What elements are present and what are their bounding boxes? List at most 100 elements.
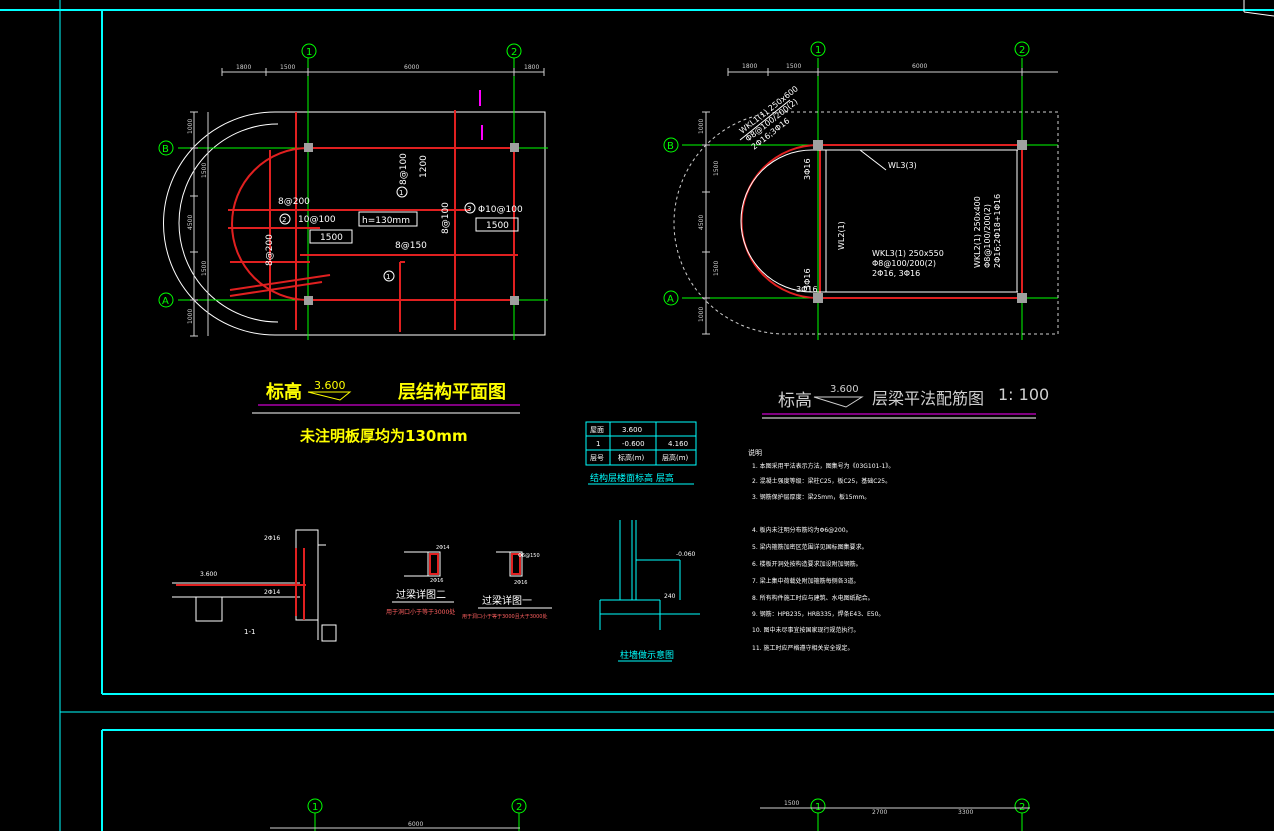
r-top-dim-2: 1500 — [786, 63, 801, 70]
lower-axis-2: 2 — [516, 802, 522, 813]
rebar-label-8at200: 8@200 — [278, 197, 310, 207]
section-rebar-2: 2Φ14 — [264, 589, 280, 596]
left-structural-plan: 1800 1500 6000 1800 1000 1500 4500 1500 … — [158, 43, 548, 445]
r-side-dim-5: 1000 — [698, 307, 705, 322]
table-r1-c2: 4.160 — [668, 440, 688, 448]
level-table: 屋面 3.600 1 -0.600 4.160 层号 标高(m) 层高(m) 结… — [585, 421, 697, 485]
beam-wkl3-c: 2Φ16, 3Φ16 — [872, 269, 920, 278]
slab-inner-arc — [178, 123, 279, 323]
beam-title-scale: 1: 100 — [998, 385, 1049, 404]
r-side-dim-3: 4500 — [698, 215, 705, 230]
circle-num-1: 1 — [399, 189, 403, 197]
lintel2-note: 用于洞口小于等于3000处 — [386, 608, 455, 616]
note-2: 2. 混凝土强度等级：梁柱C25，板C25，基础C25。 — [752, 477, 891, 485]
table-r2-c0: 层号 — [590, 454, 604, 462]
lintel2-title: 过梁详图二 — [396, 588, 446, 601]
lintel2-rebar-1: 2Φ14 — [436, 545, 449, 551]
wall-title: 柱墙做示意图 — [620, 649, 674, 661]
beam-wkl2-c: 2Φ16;2Φ18+1Φ16 — [993, 194, 1002, 268]
table-r0-c0: 屋面 — [590, 426, 604, 434]
lower-sheet-preview: 1 2 1 2 1500 2700 3300 6000 — [270, 798, 1030, 831]
r-top-dim-1: 1800 — [742, 63, 757, 70]
r-side-dim-1: 1000 — [698, 119, 705, 134]
rebar-label-8at150: 8@150 — [395, 241, 427, 251]
dim-1200: 1200 — [419, 155, 429, 178]
r-axis-bubble-A: A — [667, 294, 674, 305]
plan-subtitle: 未注明板厚均为130mm — [299, 427, 468, 445]
beam-wkl2-b: Φ8@100/200(2) — [983, 204, 992, 268]
plan-title-prefix: 标高 — [265, 381, 302, 403]
table-r0-c1: 3.600 — [622, 426, 642, 434]
beam-wkl3-a: WKL3(1) 250x550 — [872, 249, 944, 258]
beam-title-prefix: 标高 — [778, 391, 812, 411]
slab-outer-edge — [163, 111, 546, 336]
top-dim-1: 1800 — [236, 64, 251, 71]
plan-title-main: 层结构平面图 — [398, 381, 506, 403]
rebar-label-vertical-mid: 8@100 — [441, 202, 451, 234]
wall-level: -0.060 — [676, 551, 696, 558]
span-1500: 1500 — [320, 233, 343, 243]
beam-title-level: 3.600 — [830, 384, 859, 395]
side-dim-3: 4500 — [187, 215, 194, 230]
wall-column-detail: -0.060 240 柱墙做示意图 — [599, 520, 700, 662]
lintel1-rebar-2: 2Φ16 — [514, 580, 527, 586]
right-beam-plan: 1800 1500 6000 1000 1500 4500 1500 1000 … — [663, 41, 1059, 419]
top-dim-2: 1500 — [280, 64, 295, 71]
note-3: 3. 钢筋保护层厚度：梁25mm，板15mm。 — [752, 493, 870, 501]
lintel-detail-2: 2Φ14 2Φ16 过梁详图二 用于洞口小于等于3000处 — [386, 545, 455, 616]
r-axis-bubble-2: 2 — [1019, 45, 1025, 56]
beam-wl3: WL3(3) — [888, 161, 917, 170]
plan-title-level: 3.600 — [314, 379, 346, 392]
table-caption: 结构层楼面标高 层高 — [590, 472, 674, 484]
axis-bubble-2: 2 — [511, 47, 517, 58]
side-dim-4: 1500 — [201, 261, 208, 276]
note-6: 6. 楼板开洞处按构造要求加设附加钢筋。 — [752, 560, 862, 568]
table-r2-c2: 层高(m) — [662, 453, 689, 462]
note-5: 5. 梁内箍筋加密区范围详见国标图集要求。 — [752, 543, 868, 551]
lintel2-rebar-2: 2Φ16 — [430, 578, 443, 584]
r-side-dim-4: 1500 — [713, 261, 720, 276]
section-detail-1-1: 3.600 2Φ16 2Φ14 1-1 — [172, 529, 337, 642]
beam-wkl2-a: WKL2(1) 250x400 — [973, 196, 982, 268]
span-1500b: 1500 — [486, 221, 509, 231]
lower-dim-left-2: 6000 — [408, 821, 423, 828]
top-dim-3: 6000 — [404, 64, 419, 71]
lintel1-note: 用于洞口小于等于3000且大于3000处 — [462, 613, 547, 620]
note-4: 4. 板内未注明分布筋均为Φ6@200。 — [752, 526, 852, 534]
axis-bubble-1: 1 — [306, 47, 312, 58]
r-top-dim-3: 6000 — [912, 63, 927, 70]
circle-num-2: 2 — [282, 216, 286, 224]
rebar-label-vertical-left: 8@200 — [265, 234, 275, 266]
note-11: 11. 施工时应严格遵守相关安全规定。 — [752, 644, 853, 652]
note-7: 7. 梁上集中荷载处附加箍筋每侧各3道。 — [752, 577, 859, 585]
bar-3phi16-b: 3Φ16 — [803, 268, 812, 290]
lower-dim-right-2: 2700 — [872, 809, 887, 816]
bar-3phi16-a: 3Φ16 — [803, 158, 812, 180]
table-r1-c0: 1 — [596, 440, 600, 448]
lintel-detail-1: Φ6@150 2Φ16 过梁详图一 用于洞口小于等于3000且大于3000处 — [462, 551, 552, 620]
section-label: 1-1 — [244, 628, 255, 636]
side-dim-5: 1000 — [187, 309, 194, 324]
axis-bubble-B: B — [162, 144, 169, 155]
beam-title-main: 层梁平法配筋图 — [872, 389, 984, 408]
rebar-label-10at100: 10@100 — [298, 215, 336, 225]
note-9: 9. 钢筋：HPB235，HRB335，焊条E43、E50。 — [752, 610, 884, 618]
side-dim-1: 1000 — [187, 119, 194, 134]
r-axis-bubble-B: B — [667, 141, 674, 152]
lower-dim-right-1: 1500 — [784, 800, 799, 807]
side-dim-2: 1500 — [201, 163, 208, 178]
beam-wl2: WL2(1) — [837, 221, 846, 250]
rebar-label-phi10: Φ10@100 — [478, 205, 523, 215]
circle-num-3: 3 — [467, 205, 471, 213]
table-r1-c1: -0.600 — [622, 440, 645, 448]
note-8: 8. 所有构件施工时应与建筑、水电图纸配合。 — [752, 594, 874, 602]
section-level: 3.600 — [200, 571, 217, 578]
top-dim-4: 1800 — [524, 64, 539, 71]
lintel1-title: 过梁详图一 — [482, 594, 532, 607]
circle-num-1b: 1 — [386, 273, 390, 281]
r-axis-bubble-1: 1 — [815, 45, 821, 56]
design-notes: 说明 1. 本图采用平法表示方法，图集号为《03G101-1》。 2. 混凝土强… — [748, 448, 894, 652]
lower-dim-right-3: 3300 — [958, 809, 973, 816]
